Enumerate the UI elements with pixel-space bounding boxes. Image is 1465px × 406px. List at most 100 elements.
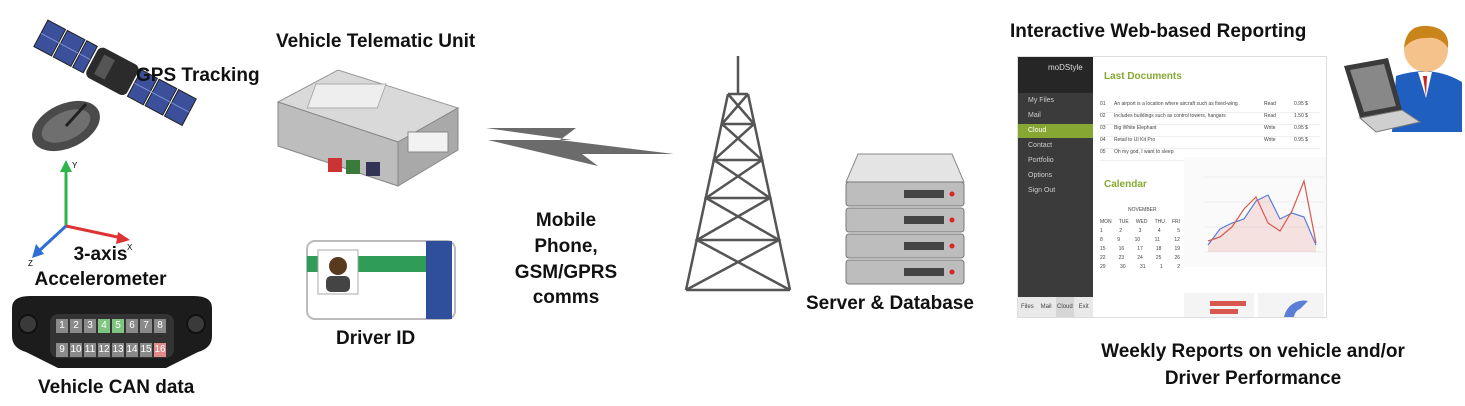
obd-connector-icon [6, 294, 218, 374]
web-reporting-label: Interactive Web-based Reporting [1010, 21, 1307, 42]
mobile-label-line2: Phone, [534, 235, 598, 257]
mobile-label-line1: Mobile [535, 210, 597, 231]
tab-cloud[interactable]: Cloud [1055, 297, 1075, 317]
calendar-date[interactable]: 26 [1174, 255, 1180, 261]
obd-pin: 8 [154, 319, 166, 333]
calendar-date[interactable]: 3 [1138, 228, 1142, 234]
calendar-date[interactable]: 24 [1137, 255, 1143, 261]
sidebar-item-mail[interactable]: Mail [1028, 112, 1041, 119]
driver-id-label: Driver ID [336, 328, 416, 349]
calendar-date[interactable]: 4 [1157, 228, 1161, 234]
calendar-title: Calendar [1104, 179, 1147, 190]
calendar-date[interactable]: 23 [1118, 255, 1125, 261]
sidebar-item-my-files[interactable]: My Files [1028, 97, 1055, 104]
calendar-date[interactable]: 2 [1119, 228, 1123, 234]
sidebar-item-cloud[interactable]: Cloud [1018, 124, 1093, 138]
calendar-date[interactable]: 29 [1100, 264, 1106, 270]
calendar-date[interactable]: 11 [1154, 237, 1160, 243]
doc-status: Write [1264, 137, 1276, 143]
doc-size: 0.95 $ [1294, 137, 1308, 143]
calendar-day-header: FRI [1171, 219, 1180, 225]
obd-pin: 11 [84, 343, 96, 357]
calendar-date[interactable]: 1 [1160, 264, 1163, 270]
axis-y-label: Y [72, 161, 78, 170]
obd-pin: 5 [112, 319, 124, 333]
tab-mail[interactable]: Mail [1040, 304, 1052, 310]
calendar-date[interactable]: 15 [1100, 246, 1106, 252]
calendar-date[interactable]: 17 [1137, 246, 1143, 252]
calendar-date[interactable]: 12 [1174, 237, 1180, 243]
lightning-bolt-icon [486, 118, 676, 168]
calendar-date[interactable]: 9 [1117, 237, 1121, 243]
gps-label: GPS Tracking [136, 65, 260, 86]
calendar-date[interactable]: 19 [1174, 246, 1180, 252]
doc-status: Write [1264, 125, 1276, 131]
doc-title: Includes buildings such as control tower… [1114, 113, 1226, 119]
calendar-date[interactable]: 22 [1100, 255, 1106, 261]
dashboard-line-chart [1184, 157, 1326, 267]
obd-pin: 10 [70, 343, 82, 357]
table-row[interactable]: 02 Includes buildings such as control tow… [1100, 113, 1320, 125]
calendar-date[interactable]: 2 [1177, 264, 1180, 270]
satellite-icon [8, 14, 198, 164]
obd-pin: 7 [140, 319, 152, 333]
weekly-reports-label: Weekly Reports on vehicle and/or Driver … [1058, 339, 1448, 392]
axes-icon: Y X Z [26, 158, 141, 268]
axis-z-label: Z [28, 259, 33, 268]
calendar-day-header: TUE [1118, 219, 1129, 225]
calendar-date[interactable]: 8 [1100, 237, 1103, 243]
sidebar-item-portfolio[interactable]: Portfolio [1028, 157, 1054, 164]
obd-pin: 3 [84, 319, 96, 333]
doc-id: 03 [1100, 125, 1106, 131]
user-laptop-icon [1336, 14, 1465, 134]
calendar-date[interactable]: 10 [1134, 237, 1141, 243]
sidebar-item-contact[interactable]: Contact [1028, 142, 1053, 149]
accelerometer-label: 3-axis Accelerometer [28, 243, 173, 292]
accelerometer-label-line2: Accelerometer [34, 268, 167, 290]
obd-pin: 16 [154, 343, 166, 357]
calendar-date[interactable]: 31 [1140, 264, 1146, 270]
calendar-date[interactable]: 1 [1100, 228, 1103, 234]
server-icon [844, 146, 966, 286]
doc-id: 01 [1100, 101, 1106, 107]
vtu-label: Vehicle Telematic Unit [276, 31, 476, 52]
mobile-label-line4: comms [532, 287, 600, 309]
obd-pin: 12 [98, 343, 110, 357]
calendar-date[interactable]: 30 [1120, 264, 1126, 270]
calendar-month: NOVEMBER [1128, 207, 1157, 213]
calendar-date[interactable]: 18 [1155, 246, 1162, 252]
mobile-label-line3: GSM/GPRS [514, 261, 618, 283]
doc-title: Oh my god, I want to sleep [1114, 149, 1174, 155]
calendar-date[interactable]: 16 [1118, 246, 1125, 252]
tab-files[interactable]: Files [1021, 304, 1034, 310]
sidebar-item-sign-out[interactable]: Sign Out [1028, 187, 1056, 194]
doc-size: 1.50 $ [1294, 113, 1308, 119]
server-label: Server & Database [806, 293, 974, 314]
obd-pin: 14 [126, 343, 138, 357]
can-label: Vehicle CAN data [38, 377, 195, 398]
calendar-day-header: THU [1154, 219, 1165, 225]
axis-x-label: X [127, 243, 133, 252]
doc-id: 04 [1100, 137, 1106, 143]
calendar-date[interactable]: 25 [1155, 255, 1162, 261]
obd-pin: 6 [126, 319, 138, 333]
tab-exit[interactable]: Exit [1078, 304, 1089, 310]
driver-id-card-icon [306, 240, 456, 320]
sidebar-item-options[interactable]: Options [1028, 172, 1053, 179]
radio-tower-icon [678, 54, 798, 294]
weekly-reports-line2: Driver Performance [1164, 367, 1342, 389]
weekly-reports-line1: Weekly Reports on vehicle and/or [1101, 341, 1405, 362]
calendar-date[interactable]: 5 [1177, 228, 1180, 234]
doc-id: 02 [1100, 113, 1106, 119]
calendar-day-header: WED [1135, 219, 1148, 225]
telematic-unit-icon [268, 62, 468, 192]
obd-pin: 4 [98, 319, 110, 333]
